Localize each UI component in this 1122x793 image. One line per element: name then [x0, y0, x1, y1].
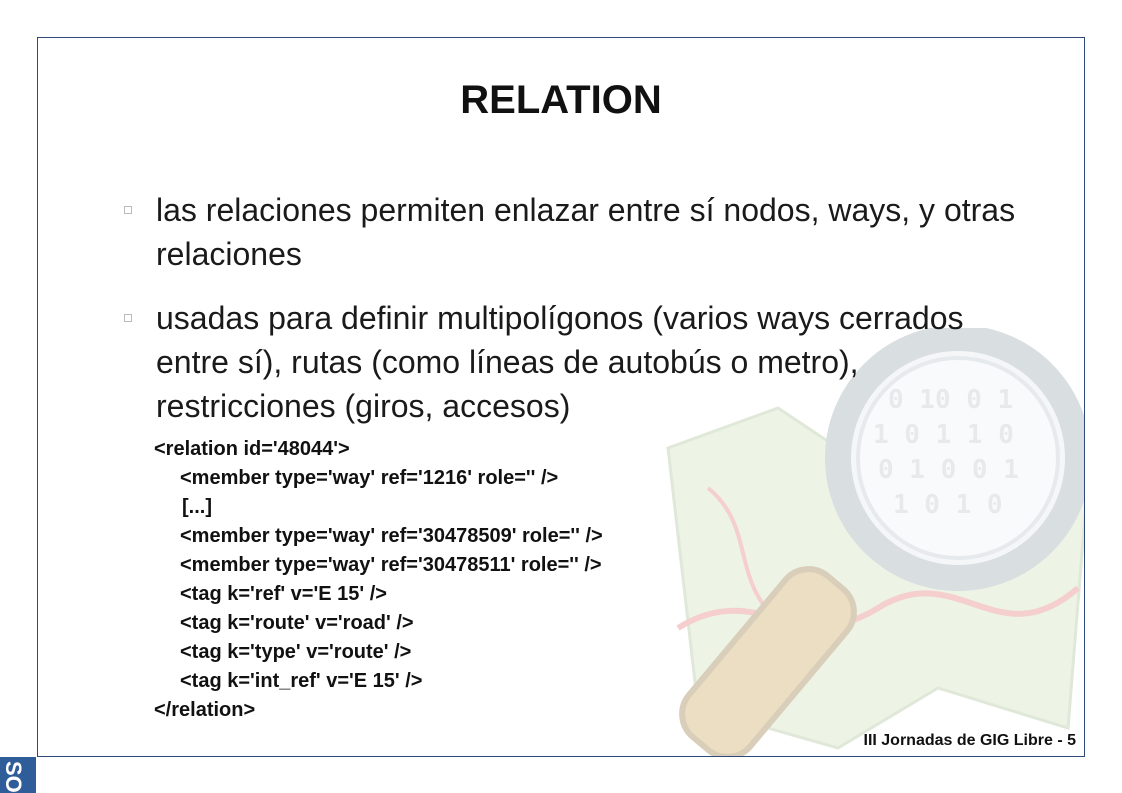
code-line: <tag k='int_ref' v='E 15' />: [180, 670, 423, 692]
svg-text:0 1 0 0 1: 0 1 0 0 1: [878, 455, 1019, 485]
corner-tab: SO: [0, 757, 36, 793]
code-line: </relation>: [154, 699, 256, 721]
bullet-text: las relaciones permiten enlazar entre sí…: [156, 192, 1016, 272]
code-line: [...]: [182, 496, 212, 518]
code-line: <member type='way' ref='30478509' role='…: [180, 525, 603, 547]
code-line: <member type='way' ref='30478511' role='…: [180, 554, 602, 576]
corner-tab-label: SO: [1, 761, 26, 793]
bullet-list: las relaciones permiten enlazar entre sí…: [118, 188, 1038, 448]
bullet-item: las relaciones permiten enlazar entre sí…: [118, 188, 1038, 276]
openstreetmap-magnifier-logo: 0 10 0 1 1 0 1 1 0 0 1 0 0 1 1 0 1 0: [666, 328, 1084, 756]
bullet-item: usadas para definir multipolígonos (vari…: [118, 296, 1038, 428]
code-line: <tag k='type' v='route' />: [180, 641, 412, 663]
xml-code-block: <relation id='48044'> <member type='way'…: [154, 435, 603, 725]
code-line: <tag k='route' v='road' />: [180, 612, 414, 634]
slide-frame: 0 10 0 1 1 0 1 1 0 0 1 0 0 1 1 0 1 0 REL…: [37, 37, 1085, 757]
slide-title: RELATION: [460, 78, 662, 122]
code-line: <tag k='ref' v='E 15' />: [180, 583, 387, 605]
slide-footer: III Jornadas de GIG Libre - 5: [863, 732, 1077, 749]
svg-text:1 0 1 0: 1 0 1 0: [893, 490, 1003, 520]
bullet-text: usadas para definir multipolígonos (vari…: [156, 300, 964, 424]
svg-text:0 10 0 1: 0 10 0 1: [888, 385, 1013, 415]
svg-text:1 0 1 1 0: 1 0 1 1 0: [873, 420, 1014, 450]
code-line: <relation id='48044'>: [154, 438, 350, 460]
bullet-square-icon: [124, 206, 132, 214]
bullet-square-icon: [124, 314, 132, 322]
code-line: <member type='way' ref='1216' role='' />: [180, 467, 559, 489]
